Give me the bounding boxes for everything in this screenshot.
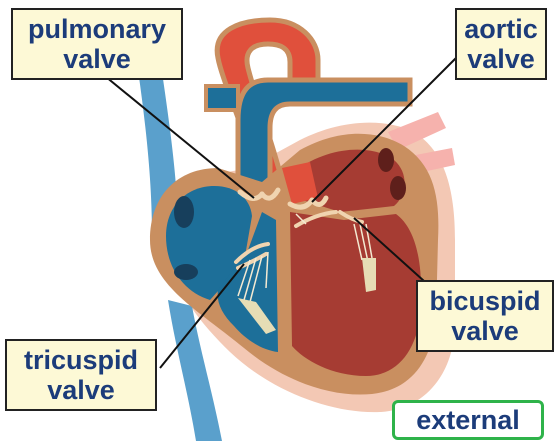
external-badge: external: [392, 400, 544, 440]
aortic-valve-label-line2: valve: [467, 44, 535, 74]
pulmonary-valve-label-line2: valve: [63, 44, 131, 74]
tricuspid-valve-label: tricuspid valve: [5, 339, 157, 411]
pulmonary-vein-opening-2: [390, 176, 406, 200]
pulmonary-vein-opening-1: [378, 148, 394, 172]
vena-cava-opening-upper: [174, 196, 194, 228]
pulmonary-valve-label-line1: pulmonary: [28, 14, 166, 44]
pulmonary-valve-label: pulmonary valve: [11, 8, 183, 80]
pulmonary-artery-branch: [206, 86, 238, 110]
aortic-valve-label: aortic valve: [455, 8, 547, 80]
tricuspid-valve-label-line2: valve: [47, 375, 115, 405]
left-ventricle: [290, 212, 421, 376]
bicuspid-valve-label-line1: bicuspid: [429, 286, 540, 316]
vena-cava-opening-lower: [174, 264, 198, 280]
bicuspid-valve-label-line2: valve: [451, 316, 519, 346]
tricuspid-valve-label-line1: tricuspid: [24, 345, 138, 375]
bicuspid-valve-label: bicuspid valve: [416, 280, 554, 352]
external-badge-text: external: [416, 405, 520, 436]
aortic-valve-label-line1: aortic: [464, 14, 538, 44]
